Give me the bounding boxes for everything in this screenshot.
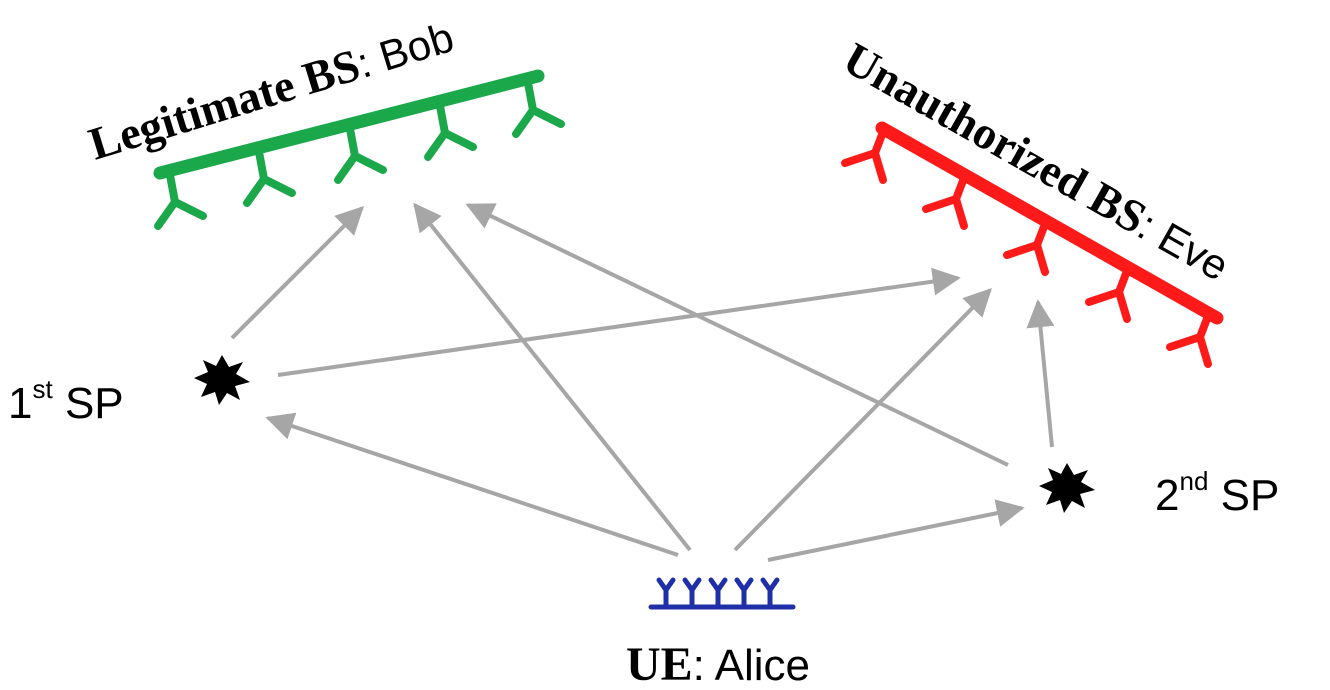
sp2-label-rest: SP: [1208, 471, 1279, 520]
arrow-sp2-to-eve: [1026, 299, 1055, 448]
sp2-label: 2nd SP: [1155, 466, 1279, 520]
sp1-label-base: 1: [8, 379, 32, 428]
antenna-icon: [334, 125, 387, 184]
sp2-scatterer-icon: [1039, 463, 1095, 513]
arrow-alice-to-bob: [413, 202, 692, 552]
antenna-icon: [243, 148, 296, 207]
antenna-icon: [1003, 220, 1049, 276]
antenna-icon: [922, 174, 968, 230]
sp1-label: 1st SP: [8, 374, 124, 428]
sp2-label-base: 2: [1155, 471, 1179, 520]
alice-label: UE: Alice: [626, 638, 810, 690]
antenna-icon: [1085, 267, 1131, 323]
antenna-icon: [1166, 312, 1212, 368]
antenna-icon: [656, 577, 676, 609]
arrow-sp1-to-eve: [277, 267, 961, 377]
sp1-scatterer-icon: [194, 355, 250, 405]
antenna-icon: [841, 128, 887, 184]
antenna-icon: [708, 577, 728, 609]
arrow-sp2-to-bob: [465, 203, 1009, 467]
sp1-label-rest: SP: [53, 379, 124, 428]
arrow-alice-to-sp1: [265, 412, 679, 557]
arrow-alice-to-eve: [733, 288, 992, 552]
bob-label-rest: : Bob: [351, 13, 459, 87]
sp2-label-sup: nd: [1179, 466, 1208, 496]
sp1-label-sup: st: [32, 374, 53, 404]
bob-antenna-array: [153, 69, 565, 230]
antenna-icon: [424, 102, 477, 161]
antenna-icon: [682, 577, 702, 609]
bob-array-bar: [153, 69, 545, 180]
antenna-icon: [154, 171, 207, 230]
alice-label-bold: UE: [626, 638, 693, 690]
antenna-icon: [734, 577, 754, 609]
antenna-icon: [512, 79, 565, 138]
arrow-sp1-to-bob: [230, 206, 364, 340]
antenna-icon: [760, 577, 780, 609]
signal-arrows: [230, 202, 1055, 562]
arrow-alice-to-sp2: [767, 499, 1025, 562]
eve-array-bar: [875, 121, 1224, 325]
eve-antenna-array: [841, 121, 1224, 368]
alice-antenna-array: [648, 577, 796, 610]
alice-label-rest: : Alice: [693, 641, 810, 690]
